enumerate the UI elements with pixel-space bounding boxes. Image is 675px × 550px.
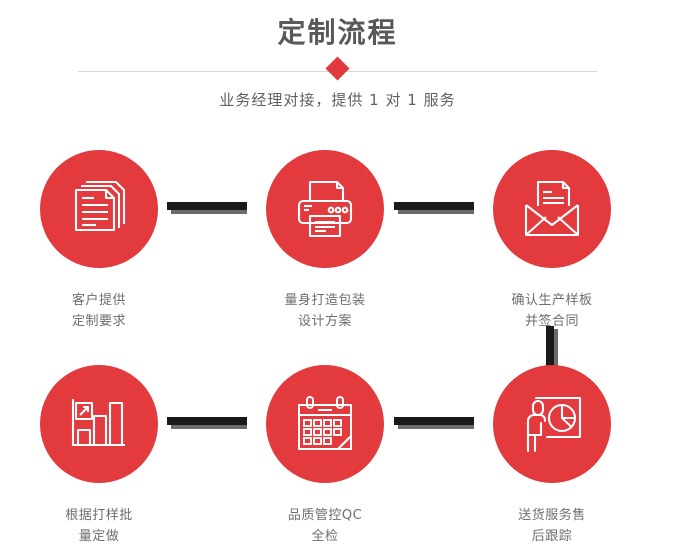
flow-step-4-label: 根据打样批 量定做 [65,508,133,544]
flow-step-1[interactable]: 客户提供 定制要求 [19,150,179,332]
flow-step-2[interactable]: 量身打造包装 设计方案 [245,150,405,332]
flow-step-4[interactable]: 根据打样批 量定做 [19,365,179,547]
connector-bar [167,202,247,210]
flow-step-6[interactable]: 送货服务售 后跟踪 [472,365,632,547]
step-3-icon-circle [493,150,611,268]
connector-step2-step3 [394,202,474,216]
connector-bar [546,326,554,370]
bar-chart-growth-icon [71,399,125,447]
calendar-icon [298,396,352,450]
page-title: 定制流程 [277,16,398,49]
diamond-icon [325,56,350,81]
envelope-document-icon [524,180,580,237]
printer-icon [297,180,353,238]
flow-step-1-label: 客户提供 定制要求 [71,293,126,329]
presenter-pie-chart-icon [526,396,582,453]
connector-bar [394,417,474,425]
page-header: 定制流程 业务经理对接，提供 1 对 1 服务 [0,0,675,130]
flow-step-3[interactable]: 确认生产样板 并签合同 [472,150,632,332]
connector-shadow [398,210,474,214]
connector-bar [167,417,247,425]
step-5-icon-circle [266,365,384,483]
connector-step1-step2 [167,202,247,216]
connector-shadow [171,210,247,214]
connector-shadow [554,329,558,370]
flow-step-3-label: 确认生产样板 并签合同 [511,293,593,329]
connector-shadow [171,425,247,429]
connector-bar [394,202,474,210]
page-subtitle: 业务经理对接，提供 1 对 1 服务 [219,91,456,109]
connector-step3-step6 [546,326,559,370]
connector-step5-step6 [394,417,474,431]
flow-step-5-label: 品质管控QC 全检 [287,508,363,544]
connector-step4-step5 [167,417,247,431]
flow-step-6-label: 送货服务售 后跟踪 [518,508,586,544]
flow-step-5[interactable]: 品质管控QC 全检 [245,365,405,547]
step-1-icon-circle [40,150,158,268]
step-4-icon-circle [40,365,158,483]
documents-stack-icon [74,180,126,232]
process-flow-diagram: 客户提供 定制要求 [0,130,675,550]
flow-step-2-label: 量身打造包装 设计方案 [284,293,366,329]
connector-shadow [398,425,474,429]
step-6-icon-circle [493,365,611,483]
step-2-icon-circle [266,150,384,268]
